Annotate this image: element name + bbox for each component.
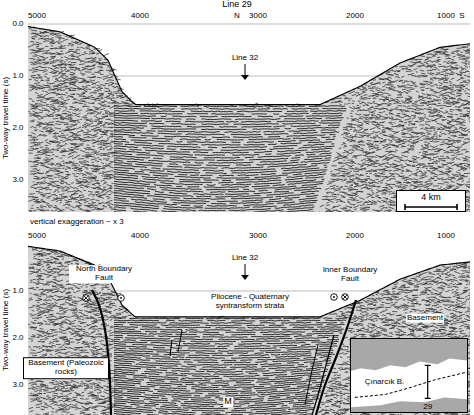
- seismic-panel: [28, 246, 470, 415]
- scale-bar-box: 4 km: [396, 190, 466, 212]
- land-area: [351, 339, 467, 371]
- direction-label: N: [234, 12, 240, 21]
- shotpoint-number: 3000: [249, 232, 267, 241]
- strike-slip-symbol: [342, 294, 349, 301]
- basement-reflections: [28, 248, 470, 415]
- fault-label: North Boundary Fault: [69, 265, 139, 283]
- shotpoint-number: 2000: [346, 12, 364, 21]
- crossing-line-label: Line 32: [232, 54, 258, 63]
- unit-label: Basement (Paleozoic rocks): [23, 357, 109, 379]
- seismic-panel: [28, 24, 470, 212]
- seafloor-reflector: [28, 246, 470, 317]
- time-tick: 2.0: [12, 124, 23, 133]
- fault-label: Inner Boundary Fault: [317, 266, 383, 284]
- fault-line: [305, 345, 318, 405]
- fault-trace: [355, 372, 467, 397]
- unit-label: Basement: [406, 314, 444, 323]
- unit-label: Pliocene - Quaternary syntransform strat…: [199, 293, 301, 311]
- minor-fault: [170, 330, 182, 356]
- shotpoint-number: 4000: [131, 232, 149, 241]
- arrow-head: [241, 275, 249, 280]
- time-gridline: [28, 24, 470, 25]
- shotpoint-number: 1000: [437, 12, 455, 21]
- interpretation-overlay: [92, 290, 356, 415]
- strike-slip-symbol: [331, 294, 338, 301]
- symbol-dot: [120, 297, 122, 299]
- inset-map: [351, 339, 467, 412]
- land-area: [351, 397, 467, 412]
- time-tick: 3.0: [12, 176, 23, 185]
- shotpoint-number: 2000: [346, 232, 364, 241]
- crossing-line-label: Line 32: [232, 254, 258, 263]
- direction-label: S: [459, 12, 464, 21]
- basement-reflections: [28, 27, 470, 212]
- axis-title: Two-way travel time (s): [2, 77, 11, 159]
- fault-line: [312, 335, 334, 415]
- time-tick: 1.0: [12, 72, 23, 81]
- strike-slip-symbol: [83, 295, 90, 302]
- shotpoint-number: 4000: [131, 12, 149, 21]
- map-label: 29: [423, 403, 432, 412]
- axis-title: Two-way travel time (s): [2, 289, 11, 371]
- time-tick: 1.0: [12, 287, 23, 296]
- symbol-cross: [343, 295, 347, 299]
- reflector-label: M: [223, 397, 233, 407]
- line-title: Line 29: [222, 0, 252, 10]
- profile-location: [425, 365, 431, 398]
- strata-reflections: [114, 106, 346, 212]
- fault-line: [92, 290, 111, 415]
- map-label: Çınarcık B.: [365, 378, 405, 387]
- scale-label: 4 km: [421, 193, 441, 203]
- shotpoint-number: 3000: [249, 12, 267, 21]
- strike-slip-symbol: [118, 295, 125, 302]
- symbol-dot: [333, 296, 335, 298]
- seafloor-reflector: [28, 27, 470, 105]
- symbol-cross: [84, 296, 88, 300]
- crossing-line-arrow: [245, 64, 246, 76]
- shotpoint-number: 5000: [28, 232, 46, 241]
- crossing-line-arrow: [245, 264, 246, 276]
- time-tick: 3.0: [12, 381, 23, 390]
- strata-reflections: [114, 318, 347, 415]
- shotpoint-number: 1000: [437, 232, 455, 241]
- scale-bar-line: [405, 204, 457, 210]
- exaggeration-note: vertical exaggeration ~ x 3: [30, 218, 124, 227]
- time-tick: 0.0: [12, 20, 23, 29]
- arrow-head: [241, 75, 249, 80]
- time-tick: 2.0: [12, 334, 23, 343]
- shotpoint-number: 5000: [28, 12, 46, 21]
- location-inset-map: Çınarcık B. 29: [350, 338, 468, 413]
